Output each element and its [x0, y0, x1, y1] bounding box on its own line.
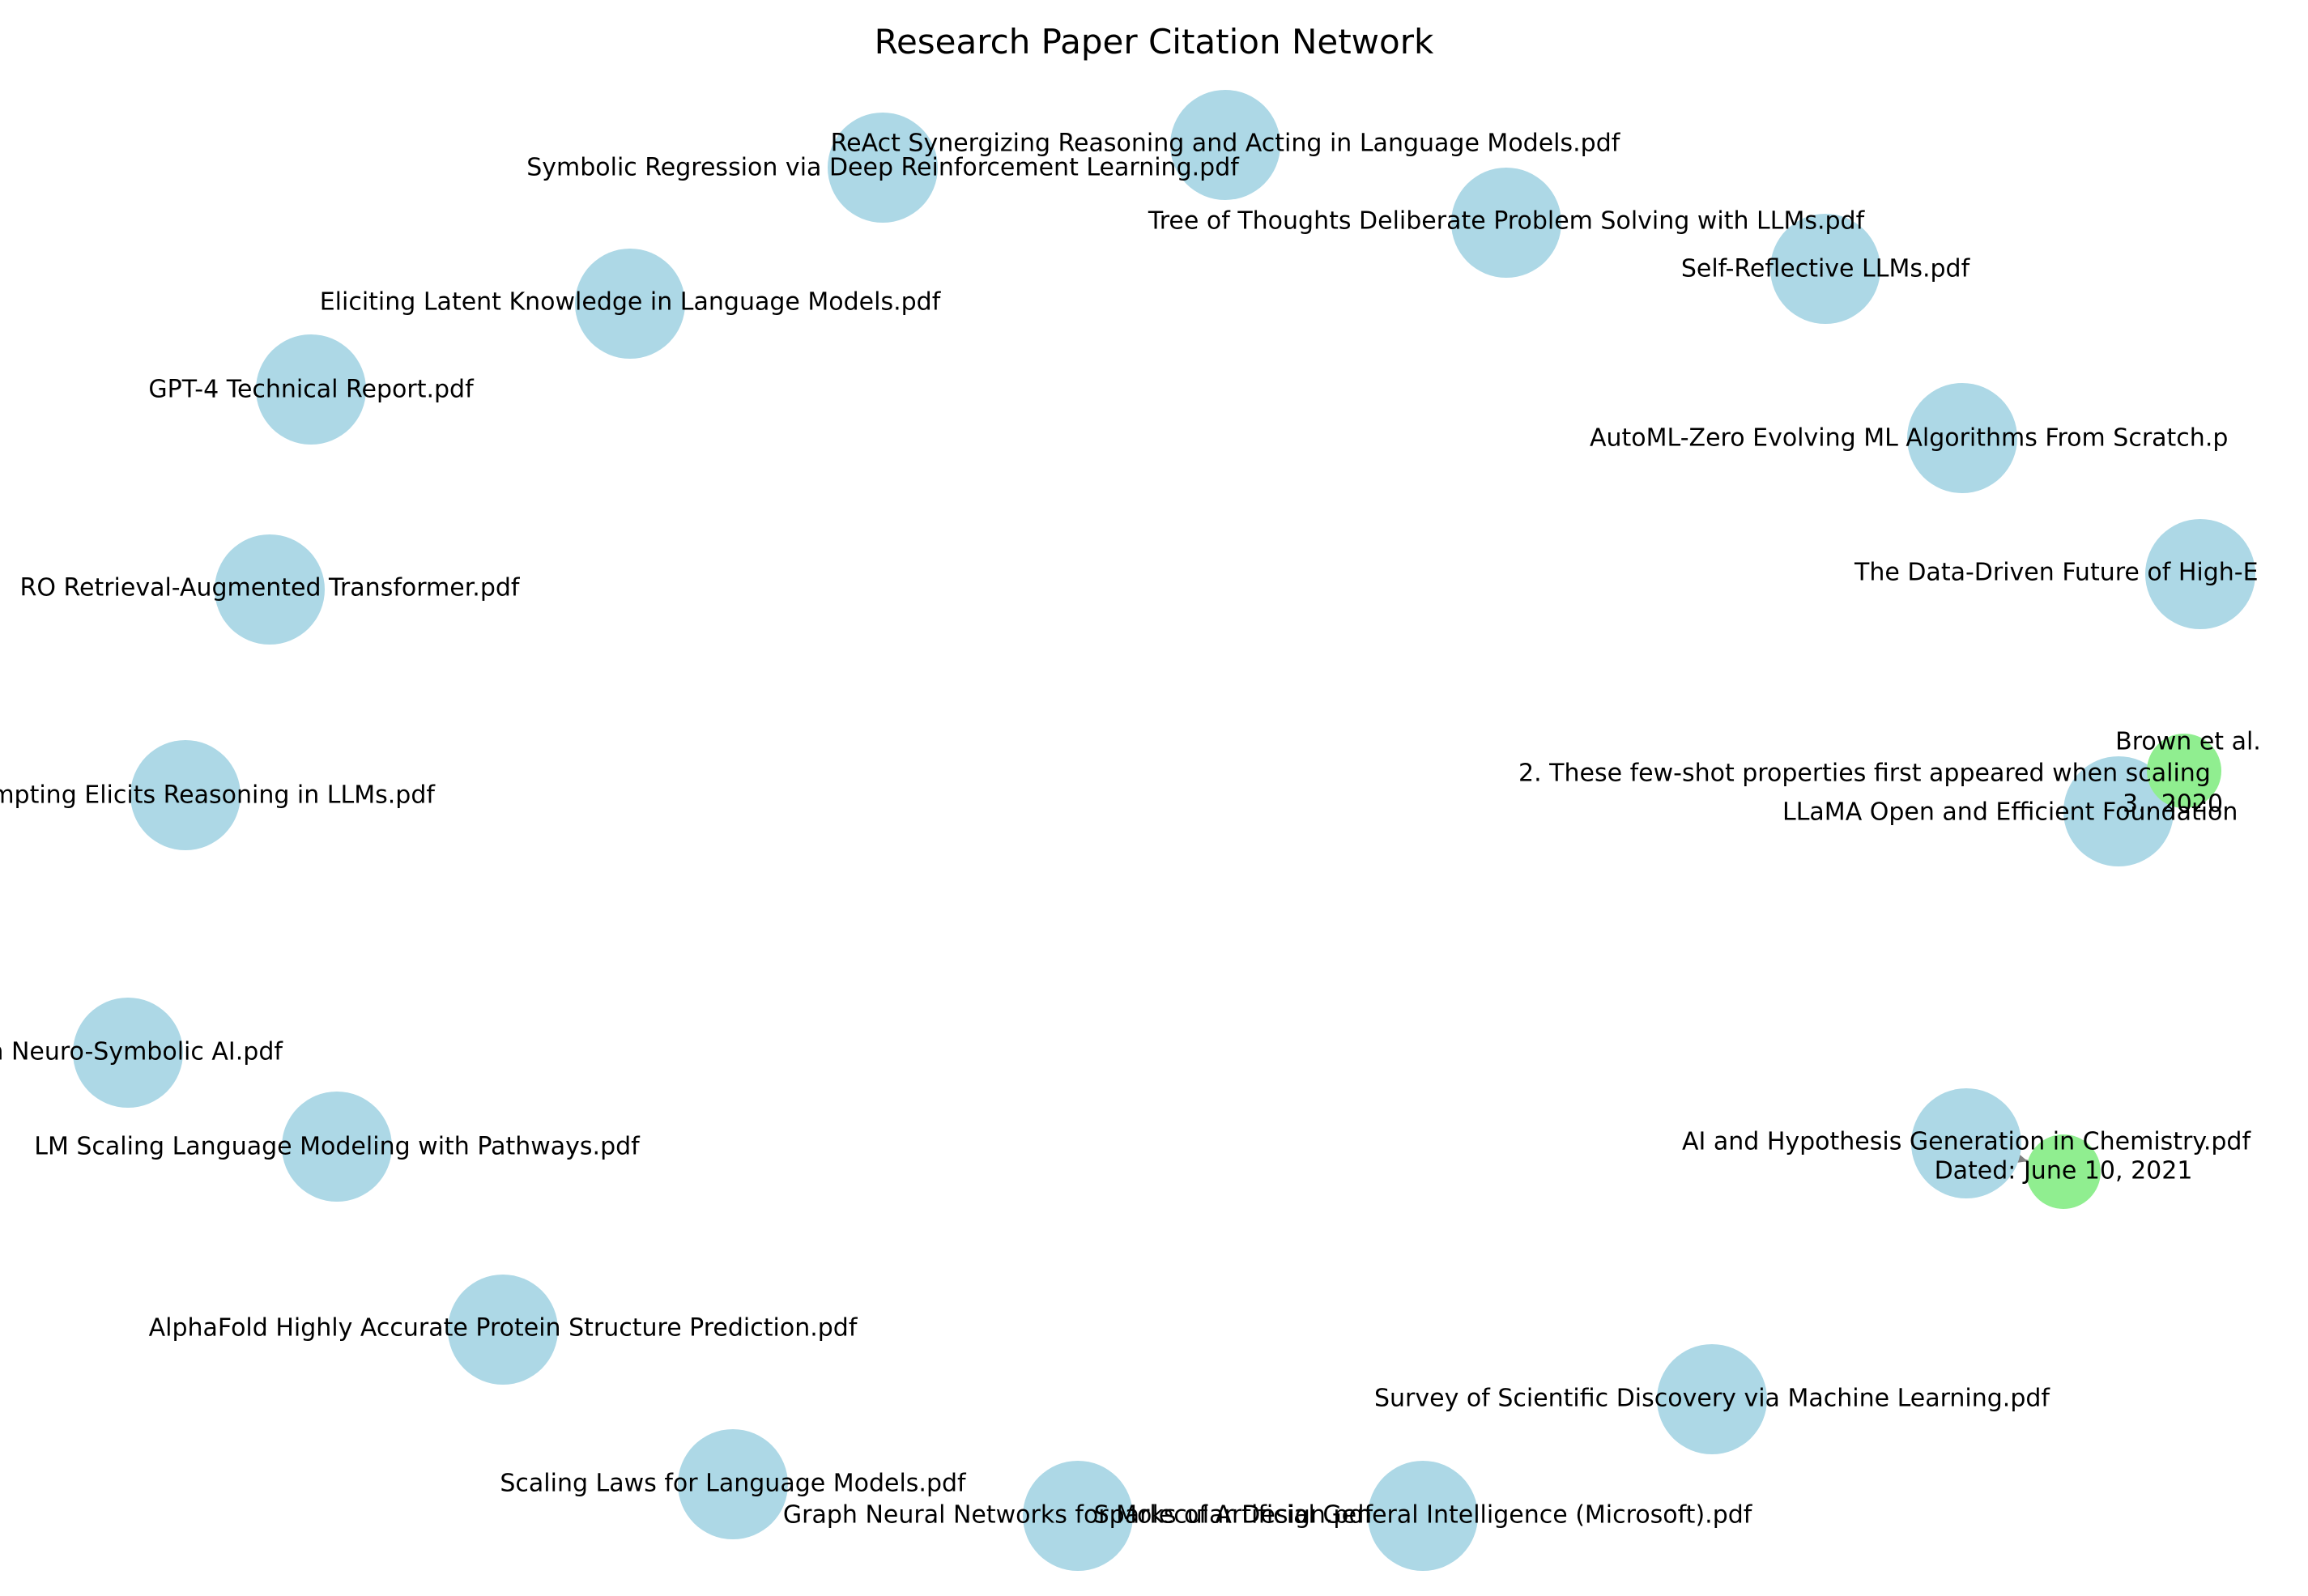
diagram-title: Research Paper Citation Network: [875, 22, 1434, 62]
paper-label-cot: : Prompting Elicits Reasoning in LLMs.pd…: [0, 781, 436, 810]
paper-node-cot[interactable]: [130, 740, 241, 850]
paper-node-gpt4[interactable]: [256, 334, 366, 445]
paper-node-survey[interactable]: [1657, 1344, 1767, 1454]
paper-label-symreg: Symbolic Regression via Deep Reinforceme…: [526, 154, 1240, 182]
paper-node-aichem[interactable]: [1911, 1088, 2021, 1198]
citation-label-dated-line-0: Dated: June 10, 2021: [1935, 1157, 2193, 1185]
paper-label-neurosym: on Neuro-Symbolic AI.pdf: [0, 1038, 283, 1066]
paper-label-tot: Tree of Thoughts Deliberate Problem Solv…: [1148, 207, 1866, 236]
paper-node-scaling[interactable]: [678, 1429, 788, 1539]
paper-node-datadriven[interactable]: [2145, 519, 2255, 629]
paper-label-elk: Eliciting Latent Knowledge in Language M…: [320, 288, 942, 317]
paper-node-neurosym[interactable]: [73, 998, 183, 1108]
node-layer: [73, 90, 2255, 1571]
paper-node-selfref[interactable]: [1770, 214, 1880, 324]
paper-label-react: ReAct Synergizing Reasoning and Acting i…: [831, 130, 1621, 158]
paper-label-sparks: Sparks of Artificial General Intelligenc…: [1094, 1501, 1753, 1530]
paper-label-llama: LLaMA Open and Efficient Foundation: [1782, 798, 2238, 827]
paper-node-react[interactable]: [1170, 90, 1280, 200]
citation-label-brown-line-0: Brown et al.: [2115, 728, 2261, 756]
paper-label-aichem: AI and Hypothesis Generation in Chemistr…: [1682, 1128, 2252, 1156]
paper-node-symreg[interactable]: [828, 113, 938, 223]
paper-label-selfref: Self-Reflective LLMs.pdf: [1681, 255, 1971, 283]
paper-node-automl[interactable]: [1907, 383, 2017, 493]
paper-label-survey: Survey of Scientific Discovery via Machi…: [1374, 1385, 2050, 1413]
paper-label-gnn: Graph Neural Networks for Molecular Desi…: [783, 1501, 1374, 1530]
paper-node-tot[interactable]: [1451, 168, 1561, 278]
paper-node-gnn[interactable]: [1023, 1461, 1133, 1571]
paper-label-palm: LM Scaling Language Modeling with Pathwa…: [34, 1133, 641, 1161]
paper-label-gpt4: GPT-4 Technical Report.pdf: [148, 376, 475, 404]
citation-node-dated[interactable]: [2026, 1134, 2101, 1209]
paper-node-retro[interactable]: [215, 534, 325, 645]
paper-label-alphafold: AlphaFold Highly Accurate Protein Struct…: [149, 1314, 858, 1343]
paper-label-scaling: Scaling Laws for Language Models.pdf: [500, 1470, 967, 1498]
citation-label-brown-line-1: 2. These few-shot properties first appea…: [1518, 760, 2211, 788]
paper-label-datadriven: The Data-Driven Future of High-E: [1854, 559, 2259, 587]
citation-label-brown-line-2: 3., 2020: [2123, 790, 2223, 819]
paper-node-elk[interactable]: [575, 249, 685, 359]
paper-node-llama[interactable]: [2063, 756, 2174, 866]
citation-node-brown[interactable]: [2147, 734, 2221, 808]
paper-node-palm[interactable]: [282, 1092, 392, 1202]
paper-label-retro: RO Retrieval-Augmented Transformer.pdf: [20, 574, 521, 602]
paper-label-automl: AutoML-Zero Evolving ML Algorithms From …: [1590, 424, 2228, 453]
paper-node-sparks[interactable]: [1368, 1461, 1478, 1571]
label-layer: ReAct Synergizing Reasoning and Acting i…: [0, 130, 2261, 1530]
paper-node-alphafold[interactable]: [448, 1275, 558, 1385]
